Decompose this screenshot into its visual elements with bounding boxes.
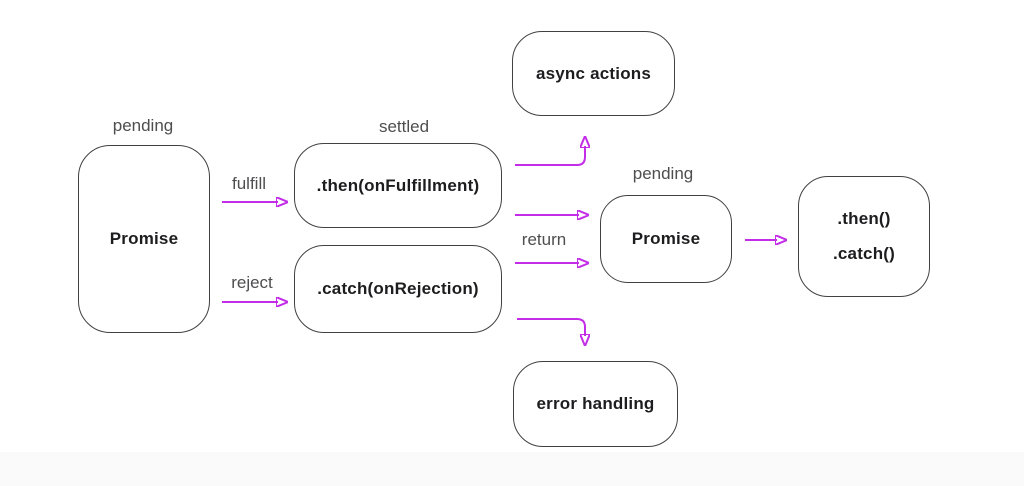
node-promise-returned: Promise xyxy=(600,195,732,283)
node-promise-initial-label: Promise xyxy=(109,229,179,248)
node-promise-initial: Promise xyxy=(78,145,210,333)
node-catch-onrejection: .catch(onRejection) xyxy=(294,245,502,333)
node-error-handling-label: error handling xyxy=(536,394,655,413)
node-then-onfulfillment: .then(onFulfillment) xyxy=(294,143,502,228)
node-catch-onrejection-label: .catch(onRejection) xyxy=(317,279,479,298)
node-chained-catch-label: .catch() xyxy=(832,244,896,263)
node-chained-then-label: .then() xyxy=(837,209,891,228)
label-pending-initial: pending xyxy=(112,116,174,135)
label-pending-returned: pending xyxy=(632,164,694,183)
label-reject: reject xyxy=(231,273,273,292)
label-fulfill: fulfill xyxy=(231,174,267,193)
label-return: return xyxy=(521,230,567,249)
node-promise-returned-label: Promise xyxy=(631,229,701,248)
node-async-actions-label: async actions xyxy=(535,63,652,83)
node-async-actions: async actions xyxy=(512,31,675,116)
arrow-catch-to-error-handling xyxy=(517,318,585,336)
arrow-then-to-async-actions xyxy=(515,146,585,166)
node-error-handling: error handling xyxy=(513,361,678,447)
node-then-onfulfillment-label: .then(onFulfillment) xyxy=(316,175,480,195)
label-settled: settled xyxy=(378,117,430,136)
node-chained-handlers: .then() .catch() xyxy=(798,176,930,297)
